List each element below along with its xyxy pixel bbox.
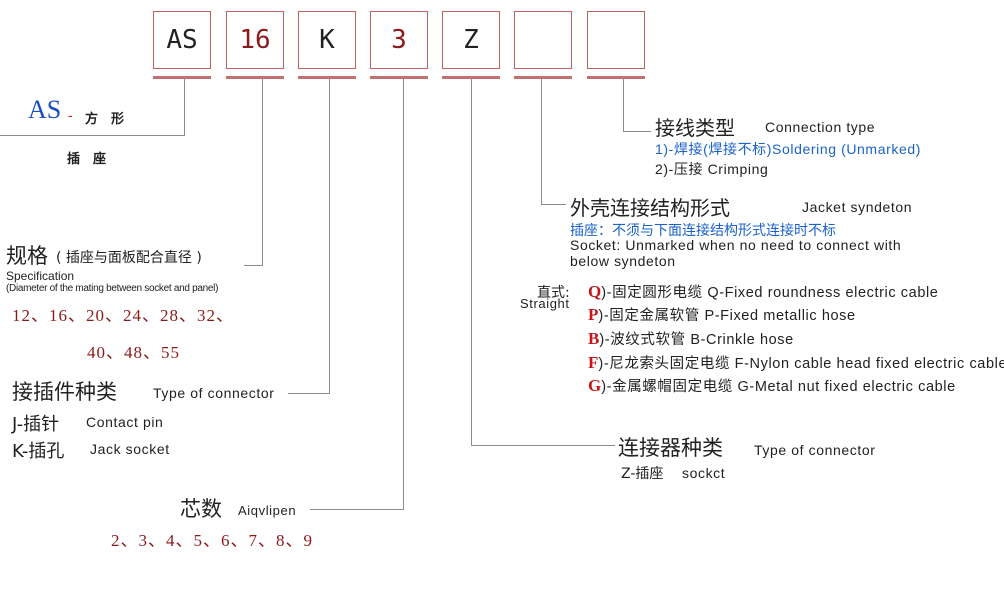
as-shape-label: 方 形 — [85, 112, 125, 127]
underline-connector-type — [442, 76, 500, 79]
straight-option-q-text: )-固定圆形电缆 Q-Fixed roundness electric cabl… — [601, 285, 939, 301]
straight-option-f: F)-尼龙索头固定电缆 F-Nylon cable head fixed ele… — [588, 352, 1004, 373]
straight-option-f-text: )-尼龙索头固定电缆 F-Nylon cable head fixed elec… — [598, 356, 1004, 372]
connection-type-en: Connection type — [765, 119, 876, 135]
spec-title: 规格 — [6, 244, 48, 268]
connector-kind-en: Type of connector — [153, 385, 275, 401]
code-box-as-text: AS — [166, 25, 198, 55]
straight-option-g-key: G — [588, 376, 602, 395]
spec-en-paren: (Diameter of the mating between socket a… — [6, 283, 219, 294]
straight-option-g-text: )-金属螺帽固定电缆 G-Metal nut fixed electric ca… — [601, 379, 956, 395]
straight-option-q-key: Q — [588, 282, 602, 301]
line-spec-h — [244, 265, 263, 266]
core-title: 芯数 — [180, 497, 222, 521]
straight-option-p-key: P — [588, 305, 599, 324]
underline-core — [370, 76, 428, 79]
as-code-label: AS — [28, 95, 62, 124]
underline-as — [153, 76, 211, 79]
straight-cn: 直式: — [537, 285, 570, 301]
code-box-as: AS — [153, 11, 211, 69]
line-kind-v — [329, 78, 330, 394]
underline-connection — [587, 76, 645, 79]
jack-socket-en: Jack socket — [90, 441, 170, 457]
jacket-note-en-1: Socket: Unmarked when no need to connect… — [570, 237, 902, 253]
connector-kind-title: 接插件种类 — [12, 380, 117, 404]
line-type-v — [471, 78, 472, 446]
straight-option-b-text: )-波纹式软管 B-Crinkle hose — [599, 332, 794, 348]
connection-type-title: 接线类型 — [655, 116, 735, 140]
core-en: Aiqvlipen — [238, 503, 297, 518]
straight-en: Straight — [520, 296, 570, 311]
core-values: 2、3、4、5、6、7、8、9 — [111, 531, 313, 550]
line-core-h — [310, 509, 404, 510]
as-socket-label: 插 座 — [67, 152, 107, 167]
spec-values-2: 40、48、55 — [87, 343, 180, 362]
jacket-en: Jacket syndeton — [802, 199, 913, 215]
code-box-core-text: 3 — [391, 25, 407, 55]
straight-option-p-text: )-固定金属软管 P-Fixed metallic hose — [598, 308, 856, 324]
line-core-v — [403, 78, 404, 510]
line-jacket-v — [541, 78, 542, 205]
straight-option-q: Q)-固定圆形电缆 Q-Fixed roundness electric cab… — [588, 281, 938, 302]
jacket-note-cn: 插座：不须与下面连接结构形式连接时不标 — [570, 223, 836, 239]
code-box-connector-kind-text: K — [319, 25, 335, 55]
line-as-v — [184, 78, 185, 136]
underline-spec — [226, 76, 284, 79]
code-box-spec-text: 16 — [239, 25, 271, 55]
line-connection-v — [623, 78, 624, 132]
line-connection-h — [623, 131, 651, 132]
line-type-h — [471, 445, 615, 446]
code-box-connector-kind: K — [298, 11, 356, 69]
code-box-connector-type: Z — [442, 11, 500, 69]
straight-option-b-key: B — [588, 329, 600, 348]
jacket-title: 外壳连接结构形式 — [570, 196, 730, 220]
as-dash: - — [68, 109, 73, 124]
straight-option-b: B)-波纹式软管 B-Crinkle hose — [588, 328, 794, 349]
jack-socket-cn: K-插孔 — [12, 441, 65, 462]
underline-connector-kind — [298, 76, 356, 79]
code-box-connector-type-text: Z — [463, 25, 479, 55]
contact-pin-cn: J-插针 — [12, 414, 60, 435]
code-box-core: 3 — [370, 11, 428, 69]
underline-jacket — [514, 76, 572, 79]
line-as-h — [0, 135, 185, 136]
code-box-connection — [587, 11, 645, 69]
line-spec-v — [262, 78, 263, 266]
contact-pin-en: Contact pin — [86, 414, 164, 430]
line-jacket-h — [541, 204, 566, 205]
code-box-spec: 16 — [226, 11, 284, 69]
spec-title-paren: ( 插座与面板配合直径 ) — [56, 250, 202, 266]
straight-option-f-key: F — [588, 353, 599, 372]
connection-option-1: 1)-焊接(焊接不标)Soldering (Unmarked) — [655, 141, 921, 157]
code-box-jacket — [514, 11, 572, 69]
spec-values-1: 12、16、20、24、28、32、 — [12, 306, 234, 325]
spec-en: Specification — [6, 269, 75, 283]
straight-option-p: P)-固定金属软管 P-Fixed metallic hose — [588, 304, 856, 325]
connection-option-2: 2)-压接 Crimping — [655, 161, 769, 177]
connector-type-title: 连接器种类 — [618, 436, 723, 460]
line-kind-h — [288, 393, 330, 394]
socket-z-cn: Z-插座 — [621, 466, 664, 482]
connector-type-en: Type of connector — [754, 442, 876, 458]
jacket-note-en-2: below syndeton — [570, 253, 676, 269]
socket-z-en: sockct — [682, 465, 726, 481]
straight-option-g: G)-金属螺帽固定电缆 G-Metal nut fixed electric c… — [588, 375, 956, 396]
